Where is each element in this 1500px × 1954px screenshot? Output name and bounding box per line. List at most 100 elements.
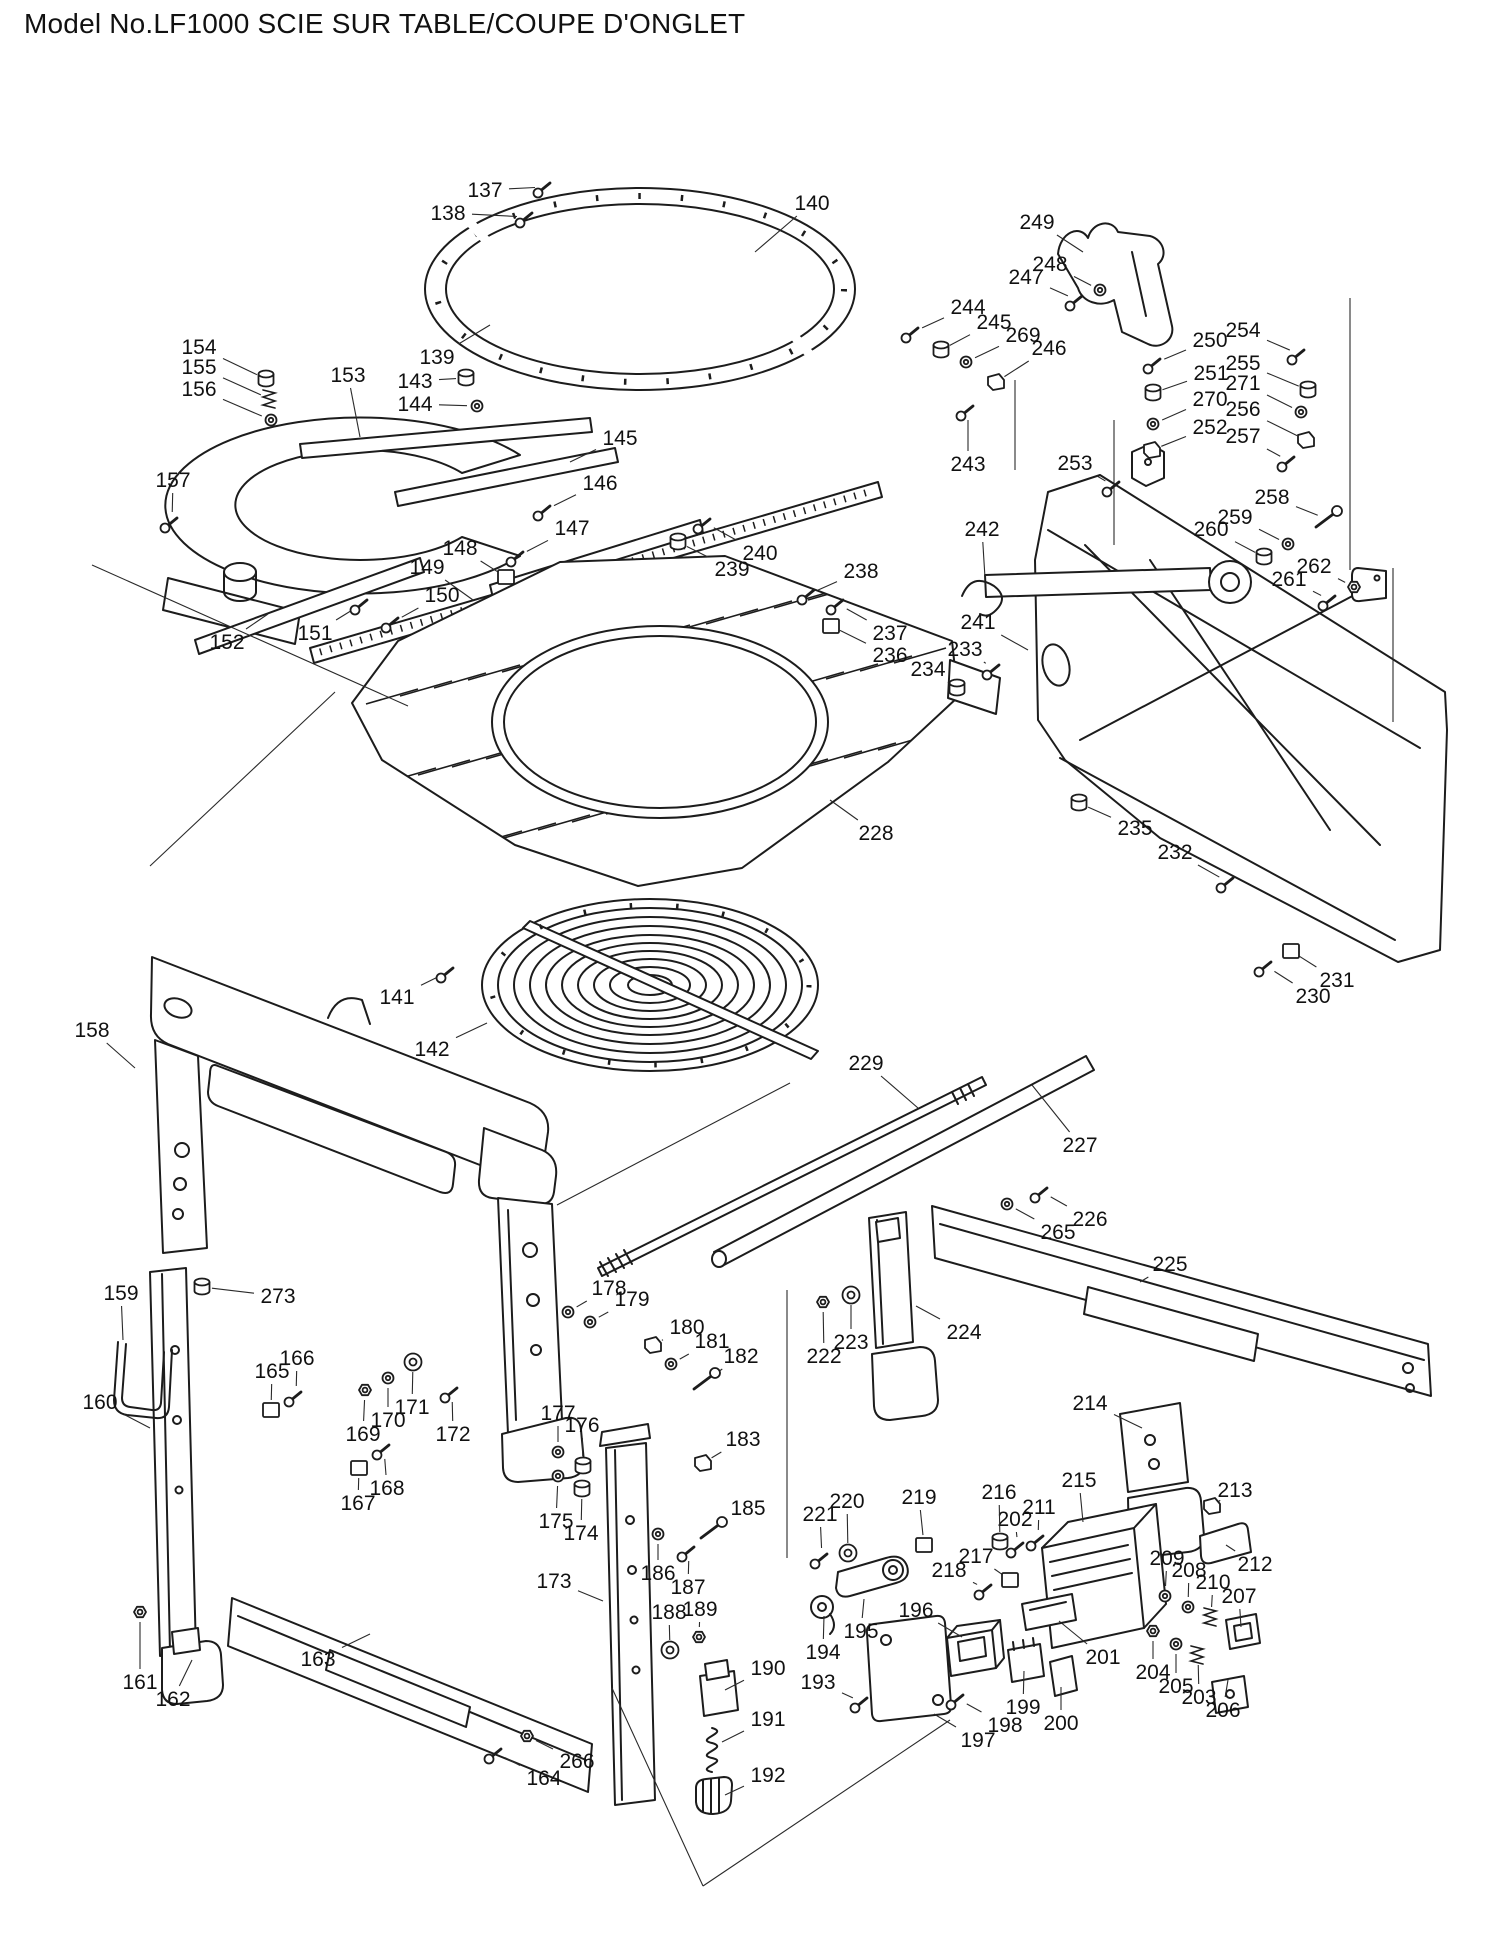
part-label-232: 232 — [1157, 841, 1192, 864]
part-label-211: 211 — [1022, 1496, 1055, 1519]
block-icon — [1282, 943, 1300, 959]
leader-line-273 — [211, 1287, 255, 1294]
cylinder-icon — [948, 678, 966, 697]
leader-line-193 — [841, 1692, 854, 1699]
block-icon — [1001, 1572, 1019, 1588]
ring-icon — [843, 1548, 853, 1558]
part-label-215: 215 — [1061, 1469, 1096, 1492]
part-label-247: 247 — [1008, 266, 1043, 289]
leader-line-232 — [1197, 864, 1220, 878]
washer-icon — [1172, 1640, 1180, 1648]
part-label-271: 271 — [1225, 372, 1260, 395]
leader-line-149 — [444, 579, 474, 601]
washer-icon — [551, 1445, 565, 1459]
part-label-228: 228 — [858, 822, 893, 845]
leader-line-224 — [915, 1305, 941, 1320]
nut-icon — [1146, 1624, 1160, 1638]
nut-icon — [520, 1729, 534, 1743]
leader-line-181 — [679, 1353, 690, 1360]
leader-line-220 — [846, 1513, 849, 1544]
part-label-162: 162 — [155, 1688, 190, 1711]
part-label-209: 209 — [1149, 1547, 1184, 1570]
leader-line-230 — [1274, 970, 1293, 984]
part-label-262: 262 — [1296, 555, 1331, 578]
rear-post — [868, 1211, 939, 1421]
screw-icon — [1025, 1534, 1045, 1552]
part-label-233: 233 — [947, 638, 982, 661]
part-label-236: 236 — [872, 644, 907, 667]
part-label-216: 216 — [981, 1481, 1016, 1504]
knob — [810, 1595, 834, 1619]
washer-icon — [473, 402, 481, 410]
part-label-240: 240 — [742, 542, 777, 565]
leader-line-227 — [1031, 1084, 1071, 1133]
screw-icon — [900, 326, 920, 344]
bracket-icon — [987, 373, 1005, 391]
screw-icon — [973, 1583, 993, 1601]
table-slat — [843, 742, 897, 759]
leader-line-234 — [947, 681, 949, 683]
part-label-173: 173 — [536, 1570, 571, 1593]
washer-icon — [554, 1448, 562, 1456]
leader-line-175 — [556, 1485, 559, 1509]
cylinder-icon — [457, 368, 475, 378]
leader-line-240 — [713, 527, 737, 541]
table-slat — [433, 672, 487, 689]
leader-line-229 — [880, 1075, 919, 1109]
leader-line-144 — [438, 404, 468, 407]
screw-icon — [283, 1390, 303, 1408]
washer-icon — [264, 413, 278, 427]
part-label-170: 170 — [370, 1409, 405, 1432]
part-label-198: 198 — [987, 1714, 1022, 1737]
part-label-205: 205 — [1158, 1675, 1193, 1698]
ring-icon — [846, 1290, 856, 1300]
block-icon — [915, 1537, 933, 1553]
part-label-201: 201 — [1085, 1646, 1120, 1669]
part-label-157: 157 — [155, 469, 190, 492]
leader-line-201 — [1058, 1620, 1088, 1645]
part-label-137: 137 — [467, 179, 502, 202]
bolt-icon — [699, 1516, 728, 1540]
turntable-ring — [577, 950, 723, 1020]
washer-icon — [1149, 420, 1157, 428]
washer-icon — [381, 1371, 395, 1385]
leader-line-192 — [724, 1785, 745, 1796]
leader-line-239 — [686, 545, 709, 558]
screw-icon — [532, 504, 552, 522]
part-label-192: 192 — [750, 1764, 785, 1787]
bracket-icon — [987, 373, 1005, 391]
screw-icon — [900, 332, 912, 344]
part-label-220: 220 — [829, 1490, 864, 1513]
leader-line-138 — [471, 213, 518, 218]
bolt-icon — [1314, 505, 1343, 529]
part-label-171: 171 — [394, 1396, 429, 1419]
part-label-183: 183 — [725, 1428, 760, 1451]
part-label-223: 223 — [833, 1331, 868, 1354]
ring-icon — [403, 1352, 423, 1372]
page-title: Model No.LF1000 SCIE SUR TABLE/COUPE D'O… — [24, 8, 746, 39]
part-label-238: 238 — [843, 560, 878, 583]
screw-icon — [825, 598, 845, 616]
stand-body — [149, 956, 585, 1483]
washer-icon — [470, 399, 484, 413]
part-label-225: 225 — [1152, 1253, 1187, 1276]
washer-icon — [586, 1318, 594, 1326]
part-label-206: 206 — [1205, 1699, 1240, 1722]
leader-line-155 — [222, 377, 262, 396]
cylinder-icon — [573, 1479, 591, 1489]
switch-block-lower — [1211, 1675, 1249, 1714]
screw-icon — [1025, 1540, 1037, 1552]
part-label-180: 180 — [669, 1316, 704, 1339]
screw-icon — [439, 1386, 459, 1404]
washer-icon — [564, 1308, 572, 1316]
part-label-193: 193 — [800, 1671, 835, 1694]
part-label-169: 169 — [345, 1423, 380, 1446]
screw-icon — [981, 669, 993, 681]
screw-icon — [676, 1551, 688, 1563]
leader-line-253 — [1096, 475, 1106, 482]
screw-icon — [1286, 348, 1306, 366]
cylinder-icon — [257, 369, 275, 388]
screw-icon — [1029, 1186, 1049, 1204]
leader-line-147 — [526, 539, 549, 552]
cylinder-icon — [257, 369, 275, 379]
